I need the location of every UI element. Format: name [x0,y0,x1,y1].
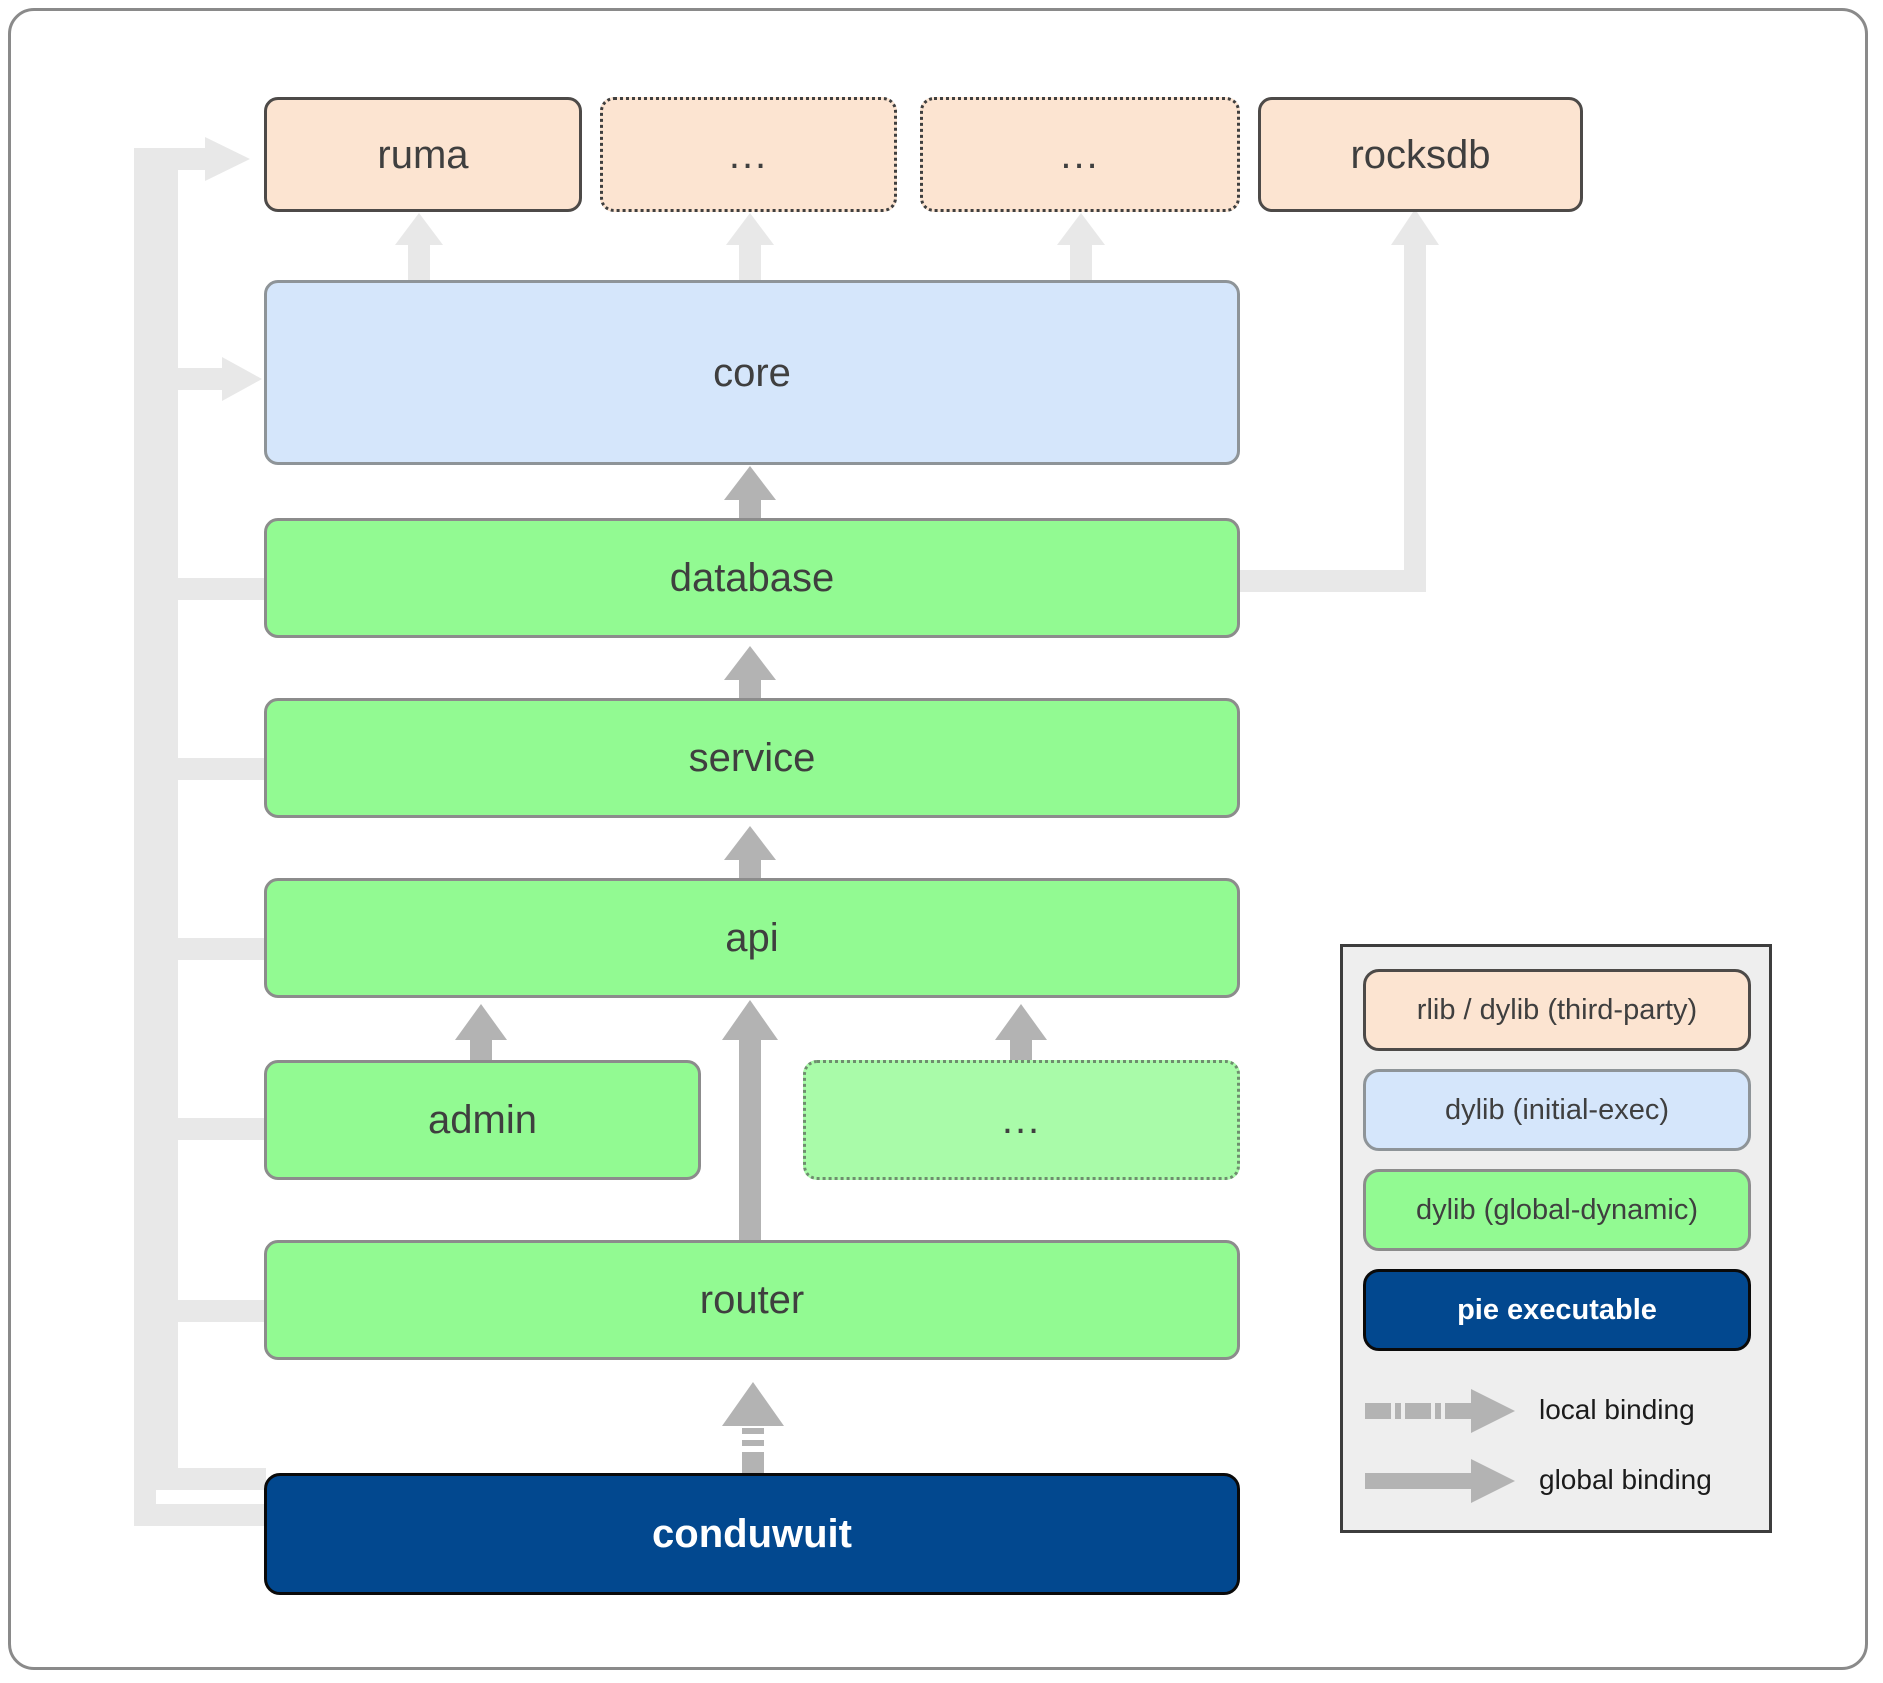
legend-binding-local-label: local binding [1539,1394,1695,1425]
node-admin[interactable]: admin [264,1060,701,1180]
node-router[interactable]: router [264,1240,1240,1360]
node-core-label: core [713,350,791,395]
node-ellipsis-top-1[interactable]: ... [600,97,897,212]
legend-item-pie-executable[interactable]: pie executable [1363,1269,1751,1351]
dashed-arrow-icon [1365,1389,1515,1433]
legend-item-global-dynamic[interactable]: dylib (global-dynamic) [1363,1169,1751,1251]
legend-item-initial-exec-label: dylib (initial-exec) [1444,1093,1669,1126]
legend-binding-local: local binding [1363,1379,1755,1441]
legend-item-third-party-label: rlib / dylib (third-party) [1416,993,1698,1026]
legend-item-pie-executable-label: pie executable [1457,1293,1657,1326]
legend-panel: rlib / dylib (third-party) dylib (initia… [1340,944,1772,1533]
node-service-label: service [688,736,816,780]
node-router-label: router [699,1278,805,1322]
legend-item-third-party[interactable]: rlib / dylib (third-party) [1363,969,1751,1051]
node-database[interactable]: database [264,518,1240,638]
legend-item-global-dynamic-label: dylib (global-dynamic) [1415,1193,1699,1226]
node-conduwuit[interactable]: conduwuit [264,1473,1240,1595]
node-api[interactable]: api [264,878,1240,998]
node-database-label: database [669,556,835,600]
node-ellipsis-top-1-label: ... [728,132,769,177]
node-rocksdb-label: rocksdb [1350,132,1491,177]
node-ruma[interactable]: ruma [264,97,582,212]
node-ellipsis-api[interactable]: ... [803,1060,1240,1180]
legend-binding-global-label: global binding [1539,1464,1712,1495]
legend-item-initial-exec[interactable]: dylib (initial-exec) [1363,1069,1751,1151]
node-rocksdb[interactable]: rocksdb [1258,97,1583,212]
legend-binding-global: global binding [1363,1449,1755,1511]
node-admin-label: admin [428,1098,537,1142]
solid-arrow-icon [1365,1459,1515,1503]
node-api-label: api [725,916,779,960]
node-service[interactable]: service [264,698,1240,818]
node-ellipsis-top-2[interactable]: ... [920,97,1240,212]
node-ruma-label: ruma [377,132,469,177]
node-core[interactable]: core [264,280,1240,465]
node-ellipsis-top-2-label: ... [1060,132,1100,177]
node-ellipsis-api-label: ... [1001,1098,1042,1142]
node-conduwuit-label: conduwuit [652,1512,852,1556]
